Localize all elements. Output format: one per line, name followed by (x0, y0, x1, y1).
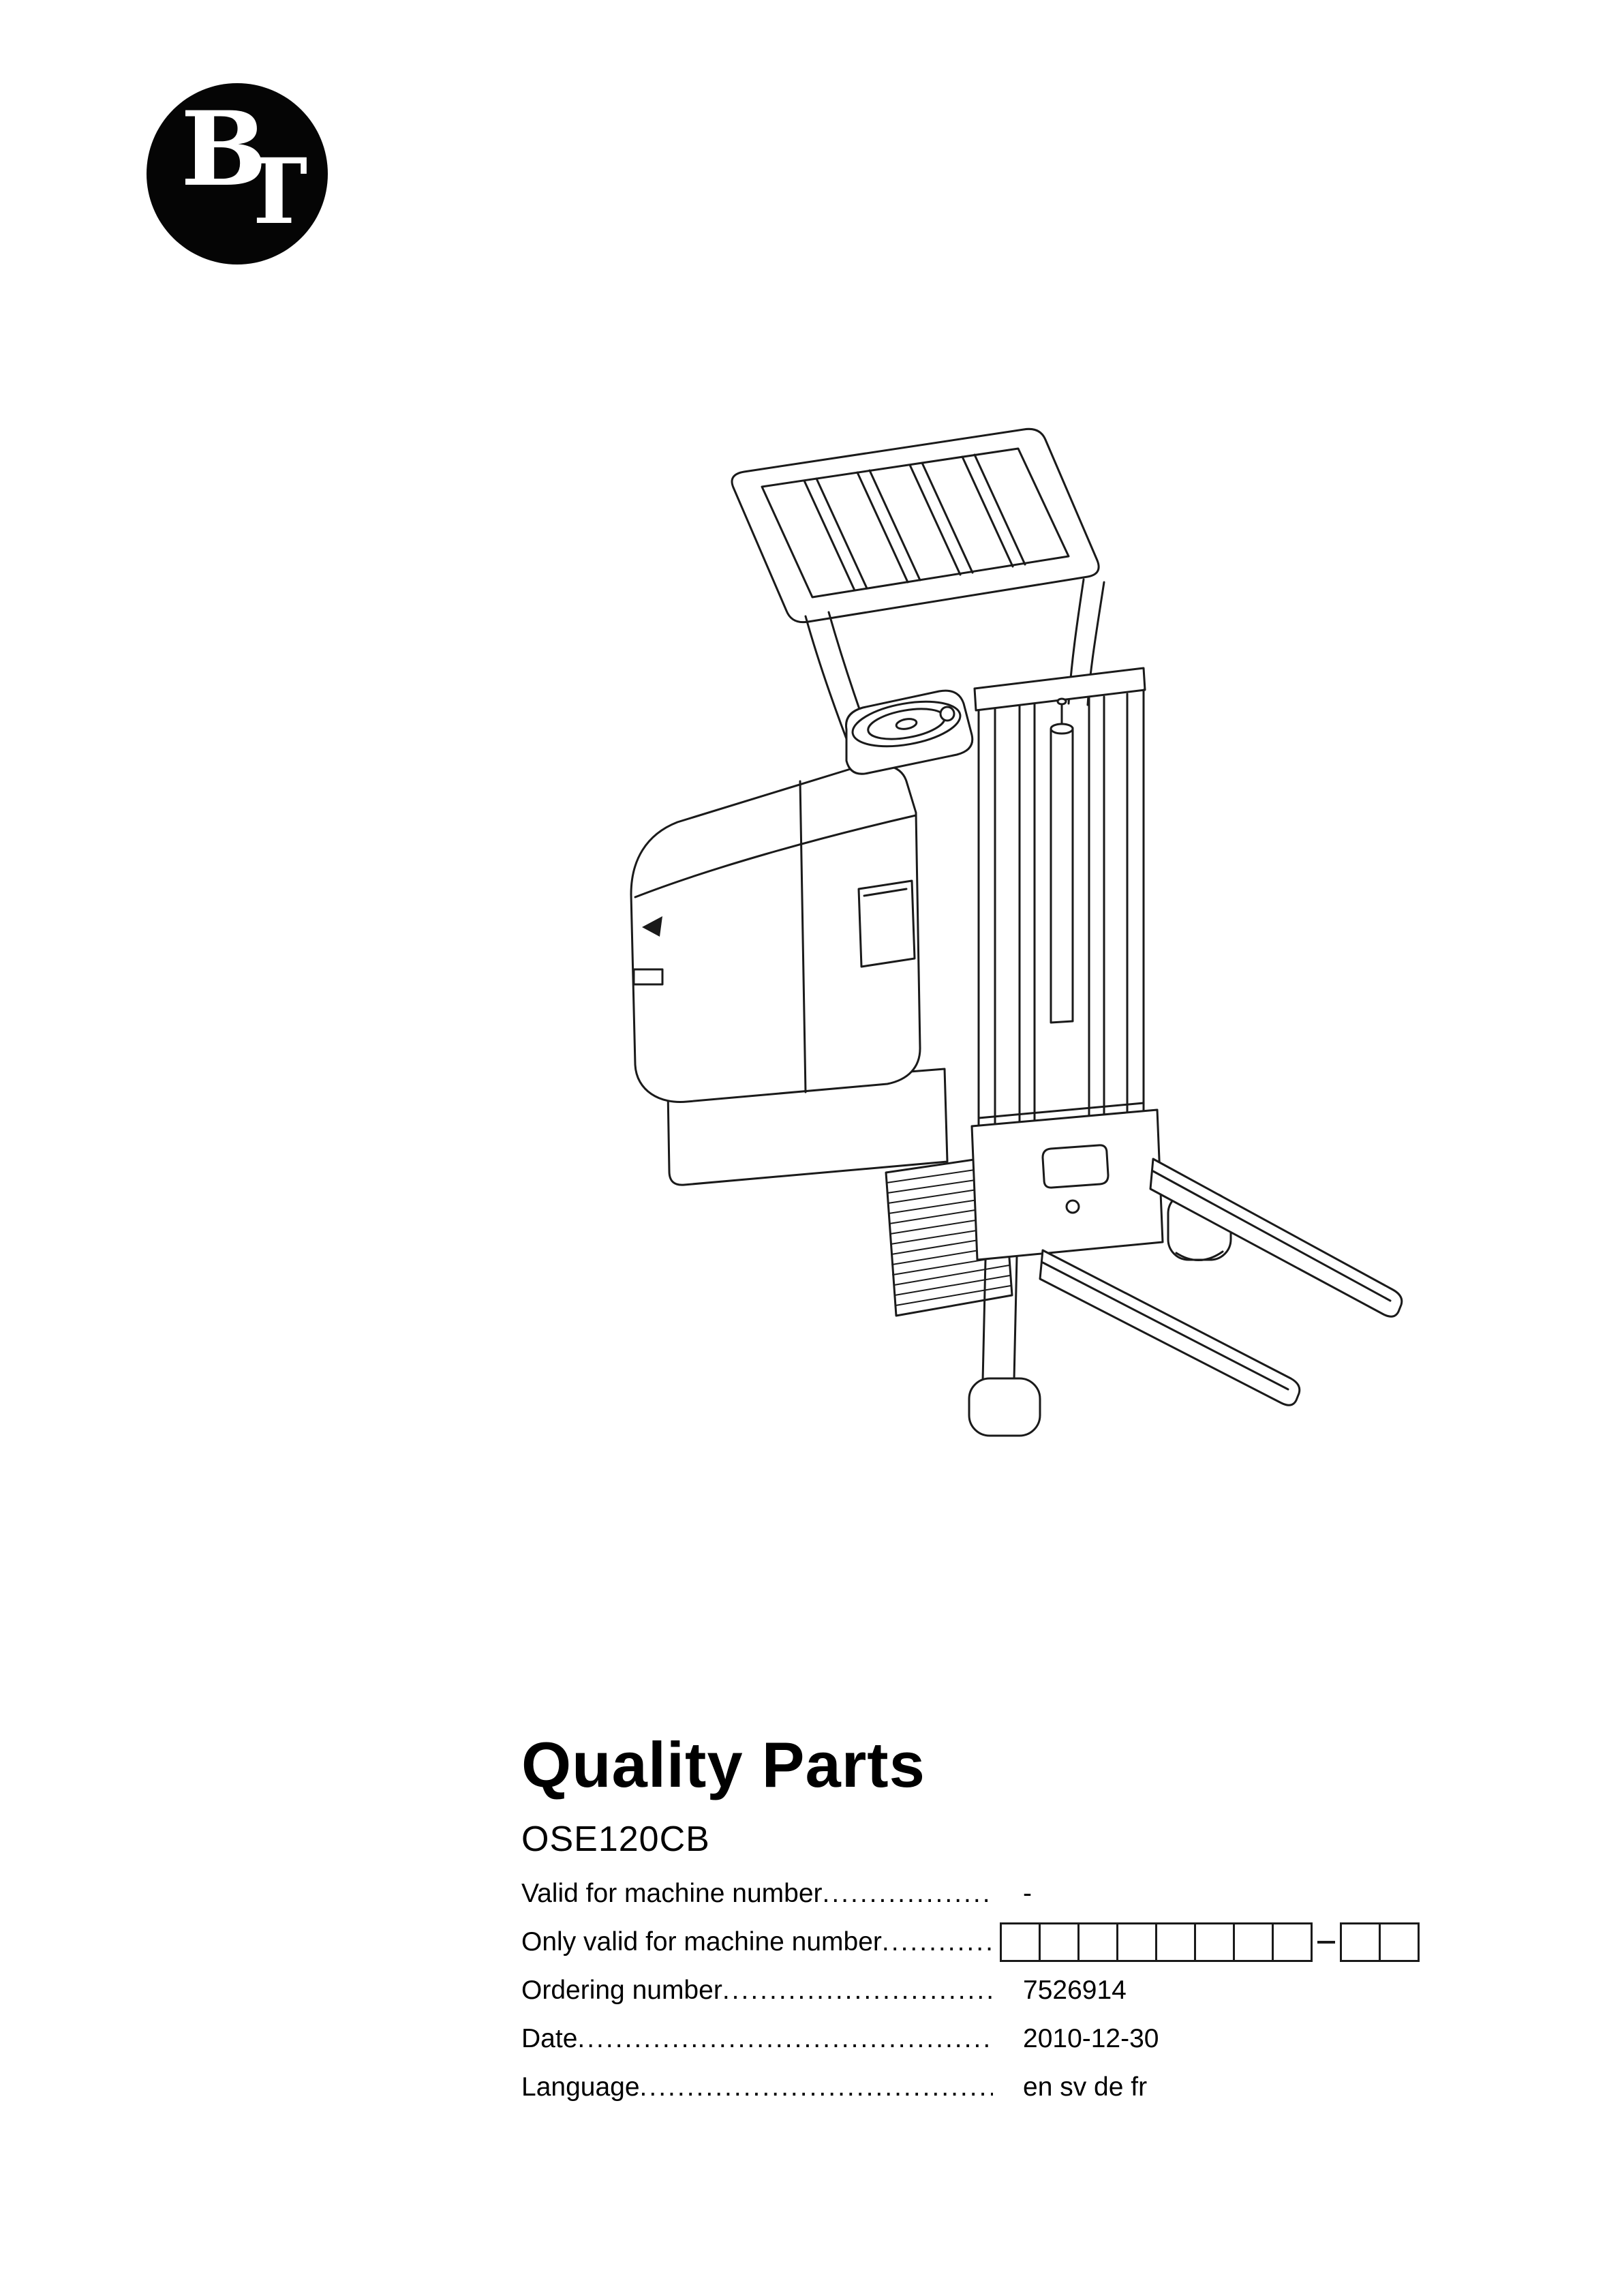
field-label: Valid for machine number (521, 1878, 823, 1908)
field-value: en sv de fr (1023, 2072, 1148, 2102)
field-row-language: Language en sv de fr (521, 2063, 1421, 2111)
dotted-leader (722, 1976, 993, 2006)
field-row-valid-for-machine-number: Valid for machine number - (521, 1869, 1421, 1918)
field-row-only-valid-for-machine-number: Only valid for machine number (521, 1918, 1421, 1966)
page-title: Quality Parts (521, 1729, 925, 1800)
field-row-ordering-number: Ordering number 7526914 (521, 1966, 1421, 2014)
field-label: Language (521, 2072, 640, 2102)
machine-number-box-group (1340, 1922, 1420, 1962)
dotted-leader (640, 2072, 993, 2102)
dotted-leader (577, 2024, 993, 2054)
field-value: 2010-12-30 (1023, 2023, 1159, 2053)
machine-number-box (1039, 1922, 1080, 1962)
machine-number-box (1116, 1922, 1157, 1962)
machine-number-box (1233, 1922, 1274, 1962)
machine-number-boxes (1000, 1922, 1420, 1962)
field-list: Valid for machine number - Only valid fo… (521, 1869, 1421, 2111)
forklift-line-art (630, 427, 1403, 1437)
field-label: Ordering number (521, 1975, 722, 2005)
field-value: - (1023, 1878, 1032, 1908)
machine-number-box-group (1000, 1922, 1313, 1962)
machine-number-box (1194, 1922, 1235, 1962)
field-value: 7526914 (1023, 1975, 1127, 2005)
machine-number-box (1000, 1922, 1041, 1962)
machine-number-box (1155, 1922, 1196, 1962)
machine-number-box (1077, 1922, 1118, 1962)
forklift-line-drawing-svg (630, 427, 1403, 1437)
box-group-separator-dash (1317, 1940, 1335, 1944)
bt-logo: B T (147, 83, 328, 265)
machine-number-box (1340, 1922, 1381, 1962)
field-row-date: Date 2010-12-30 (521, 2014, 1421, 2063)
bt-logo-letter-b: B (181, 89, 267, 209)
model-number: OSE120CB (521, 1819, 710, 1859)
machine-number-box (1272, 1922, 1313, 1962)
bt-logo-letter-t: T (241, 139, 308, 245)
dotted-leader (823, 1879, 994, 1909)
field-label: Date (521, 2023, 578, 2053)
forklift-illustration (566, 409, 1418, 1472)
field-label: Only valid for machine number (521, 1927, 882, 1957)
dotted-leader (882, 1927, 993, 1957)
machine-number-box (1379, 1922, 1420, 1962)
